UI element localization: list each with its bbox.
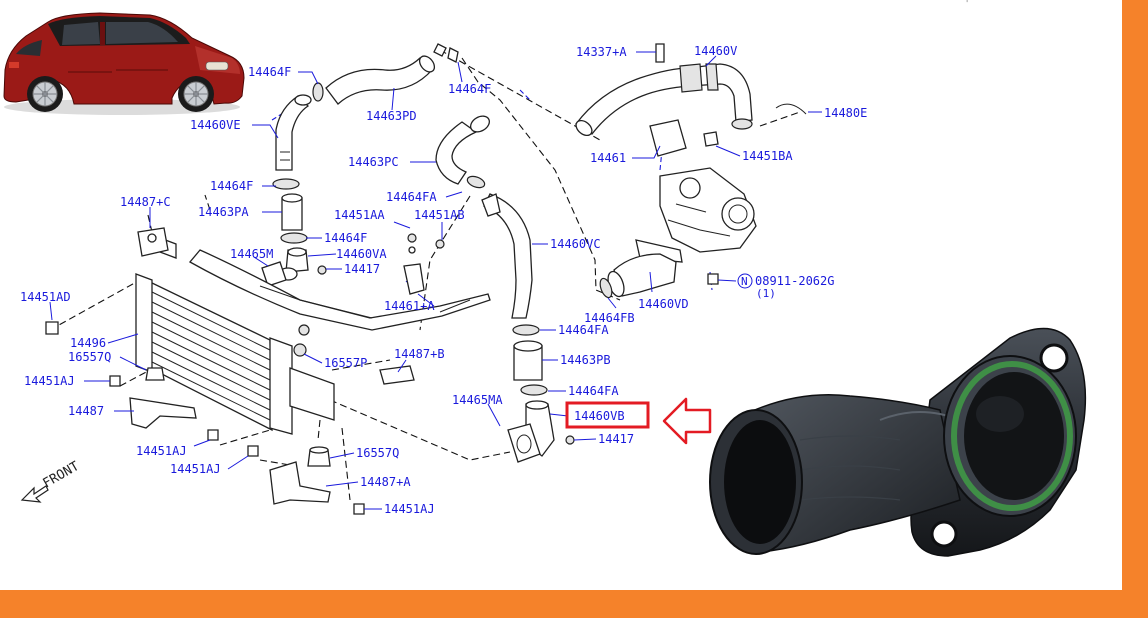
callout-14461: 14461 bbox=[590, 151, 626, 165]
callout-16557Q: 16557Q bbox=[68, 350, 111, 364]
callout-14451AJ: 14451AJ bbox=[24, 374, 75, 388]
callout-16557P: 16557P bbox=[324, 356, 367, 370]
product-photo-coolant-flange bbox=[709, 327, 1087, 557]
callout-14460VC: 14460VC bbox=[550, 237, 601, 251]
callout-14487-B: 14487+B bbox=[394, 347, 445, 361]
callout-14465MA: 14465MA bbox=[452, 393, 503, 407]
highlight-box bbox=[565, 401, 650, 429]
callout-08911-2062G: 08911-2062G bbox=[755, 274, 834, 288]
front-arrow-icon bbox=[20, 485, 49, 503]
callout-14451AB: 14451AB bbox=[414, 208, 465, 222]
corner-mark: ' bbox=[966, 0, 968, 8]
callout-14464F: 14464F bbox=[248, 65, 291, 79]
vehicle-illustration bbox=[3, 12, 245, 115]
callout-14496: 14496 bbox=[70, 336, 106, 350]
callout-14463PB: 14463PB bbox=[560, 353, 611, 367]
callout-14487-C: 14487+C bbox=[120, 195, 171, 209]
callout-14463PC: 14463PC bbox=[348, 155, 399, 169]
callout-16557Q: 16557Q bbox=[356, 446, 399, 460]
front-label: FRONT bbox=[41, 459, 83, 492]
callout-14451AA: 14451AA bbox=[334, 208, 385, 222]
callout-14460VE: 14460VE bbox=[190, 118, 241, 132]
callout-14487-A: 14487+A bbox=[360, 475, 411, 489]
callout-14451AJ: 14451AJ bbox=[136, 444, 187, 458]
callout-14451AJ: 14451AJ bbox=[170, 462, 221, 476]
callout-14464F: 14464F bbox=[448, 82, 491, 96]
callout-14460V: 14460V bbox=[694, 44, 737, 58]
callout-14464FA: 14464FA bbox=[558, 323, 609, 337]
nut-callout: N 08911-2062G (1) bbox=[737, 273, 834, 300]
callout-14461-A: 14461+A bbox=[384, 299, 435, 313]
callout-14480E: 14480E bbox=[824, 106, 867, 120]
left-arrow-icon bbox=[662, 397, 712, 445]
callout-14463PD: 14463PD bbox=[366, 109, 417, 123]
callout-14464F: 14464F bbox=[324, 231, 367, 245]
callout-14464FA: 14464FA bbox=[386, 190, 437, 204]
orange-frame-bottom bbox=[0, 590, 1148, 618]
leader-lines bbox=[49, 51, 822, 510]
callout-14465M: 14465M bbox=[230, 247, 273, 261]
callout-14417: 14417 bbox=[344, 262, 380, 276]
callout-14337-A: 14337+A bbox=[576, 45, 627, 59]
callout-14451AJ: 14451AJ bbox=[384, 502, 435, 516]
callout-14464F: 14464F bbox=[210, 179, 253, 193]
callout-labels: 14464F 14460VE 14463PD 14464F 14337+A 14… bbox=[20, 44, 867, 516]
callout-14487: 14487 bbox=[68, 404, 104, 418]
highlighted-part-number: 14460VB bbox=[574, 409, 625, 423]
nut-quantity: (1) bbox=[756, 287, 776, 300]
callout-14451BA: 14451BA bbox=[742, 149, 793, 163]
orange-frame-right bbox=[1122, 0, 1148, 618]
highlighted-part-callout: 14460VB bbox=[549, 401, 650, 429]
callout-14451AD: 14451AD bbox=[20, 290, 71, 304]
callout-14464FB: 14464FB bbox=[584, 311, 635, 325]
callout-14464FA: 14464FA bbox=[568, 384, 619, 398]
nut-circle bbox=[737, 273, 753, 289]
front-direction-indicator: FRONT bbox=[20, 459, 83, 503]
callout-14463PA: 14463PA bbox=[198, 205, 249, 219]
callout-14460VA: 14460VA bbox=[336, 247, 387, 261]
callout-14417: 14417 bbox=[598, 432, 634, 446]
callout-14460VD: 14460VD bbox=[638, 297, 689, 311]
nut-circle-letter: N bbox=[741, 275, 748, 288]
